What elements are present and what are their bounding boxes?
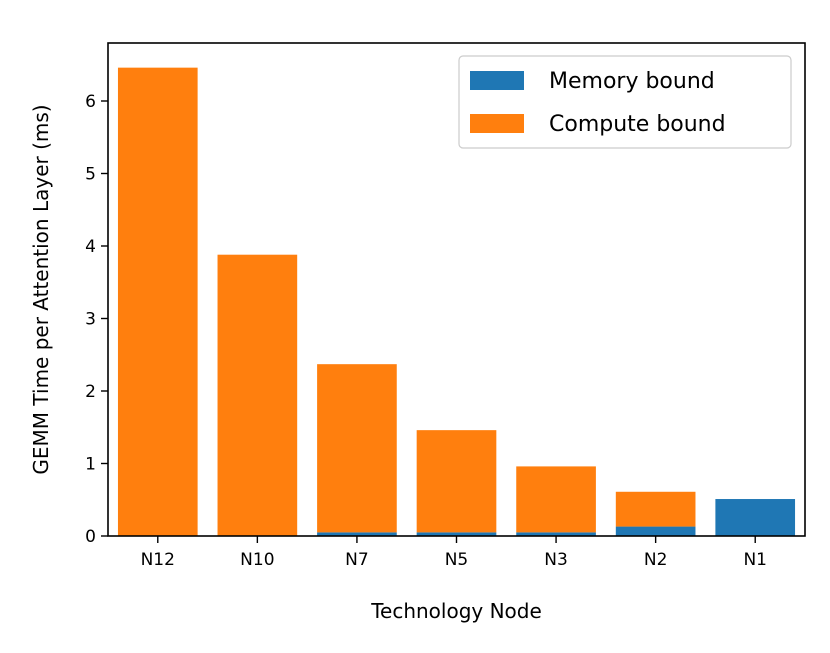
x-tick-label: N3 (544, 550, 568, 570)
y-tick-label: 1 (85, 455, 96, 475)
bar-n12-compute-bound (117, 67, 198, 537)
x-tick-label: N10 (240, 550, 274, 570)
legend-label-memory-bound: Memory bound (549, 69, 715, 94)
bar-n2-compute-bound (615, 491, 696, 527)
y-axis: 0 1 2 3 4 5 6 (85, 92, 108, 547)
bar-n7-compute-bound (317, 364, 397, 533)
x-tick-label: N2 (644, 550, 668, 570)
bar-n2-memory-bound (615, 526, 696, 536)
bar-n3-compute-bound (516, 466, 596, 533)
y-tick-label: 3 (85, 310, 96, 330)
y-tick-label: 4 (85, 237, 96, 257)
x-tick-label: N5 (445, 550, 469, 570)
x-axis: N12 N10 N7 N5 N3 N2 N1 (141, 536, 767, 570)
legend-swatch-compute-bound (470, 114, 524, 133)
y-tick-label: 5 (85, 165, 96, 185)
bar-n5-compute-bound (416, 430, 497, 533)
legend-box (458, 55, 792, 149)
y-tick-label: 6 (85, 92, 96, 112)
bar-n3-memory-bound (516, 532, 596, 536)
x-tick-label: N12 (141, 550, 175, 570)
bar-n10-compute-bound (217, 254, 298, 536)
y-tick-label: 0 (85, 527, 96, 547)
x-axis-title: Technology Node (370, 599, 542, 623)
plot-frame (107, 42, 806, 537)
legend-swatch-memory-bound (470, 71, 524, 90)
bar-n1-memory-bound (715, 499, 796, 536)
y-axis-title: GEMM Time per Attention Layer (ms) (29, 104, 53, 474)
legend-label-compute-bound: Compute bound (549, 112, 726, 137)
bar-n5-memory-bound (416, 532, 497, 536)
legend: Memory bound Compute bound (458, 55, 792, 149)
x-tick-label: N7 (345, 550, 369, 570)
y-tick-label: 2 (85, 382, 96, 402)
bar-n7-memory-bound (317, 532, 397, 536)
bars-layer (117, 67, 796, 537)
x-tick-label: N1 (743, 550, 767, 570)
